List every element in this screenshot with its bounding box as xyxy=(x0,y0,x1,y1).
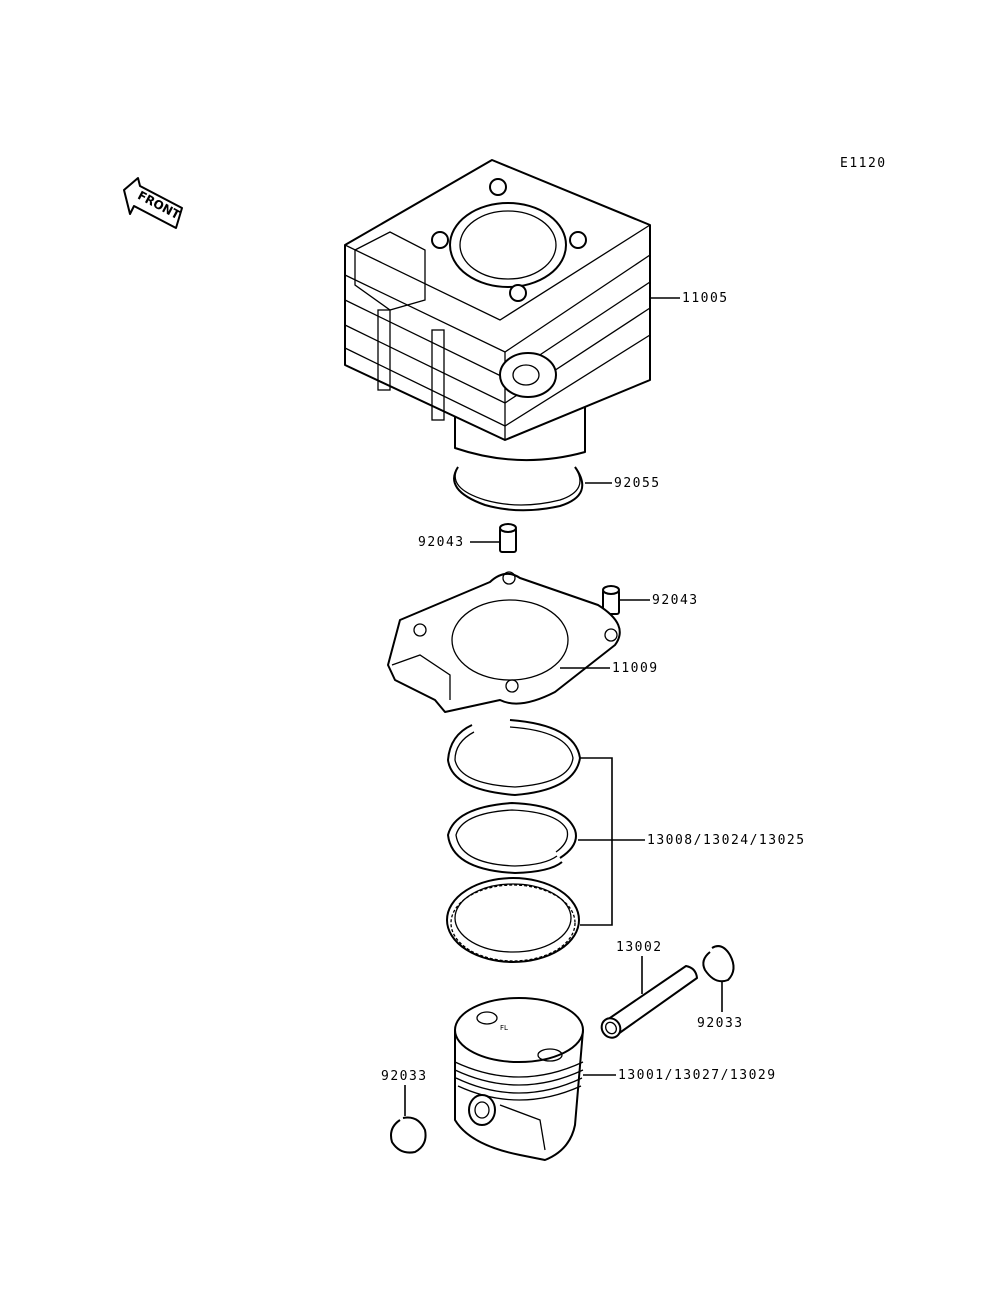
circlip-left xyxy=(390,1116,427,1154)
callout-circlip-left: 92033 xyxy=(381,1069,428,1084)
dowel-pin-right xyxy=(602,585,620,615)
callout-gasket: 11009 xyxy=(612,661,659,676)
callout-o-ring: 92055 xyxy=(614,476,661,491)
cylinder-base-gasket xyxy=(387,571,621,713)
front-arrow-icon: FRONT xyxy=(123,177,183,229)
callout-piston-pin: 13002 xyxy=(616,940,663,955)
piston-ring-second xyxy=(447,802,577,874)
dowel-pin-left xyxy=(499,523,517,553)
oil-ring xyxy=(446,877,580,963)
piston: FL xyxy=(454,997,584,1161)
callout-dowel-right: 92043 xyxy=(652,593,699,608)
o-ring xyxy=(453,466,584,512)
svg-text:FL: FL xyxy=(500,1024,508,1032)
callout-dowel-left: 92043 xyxy=(418,535,465,550)
callout-piston: 13001/13027/13029 xyxy=(618,1068,777,1083)
piston-ring-top xyxy=(447,719,581,796)
cylinder xyxy=(344,159,651,462)
circlip-right xyxy=(702,945,735,983)
callout-rings: 13008/13024/13025 xyxy=(647,833,806,848)
diagram-code: E1120 xyxy=(840,156,887,171)
callout-circlip-right: 92033 xyxy=(697,1016,744,1031)
piston-pin xyxy=(600,965,698,1039)
callout-cylinder: 11005 xyxy=(682,291,729,306)
